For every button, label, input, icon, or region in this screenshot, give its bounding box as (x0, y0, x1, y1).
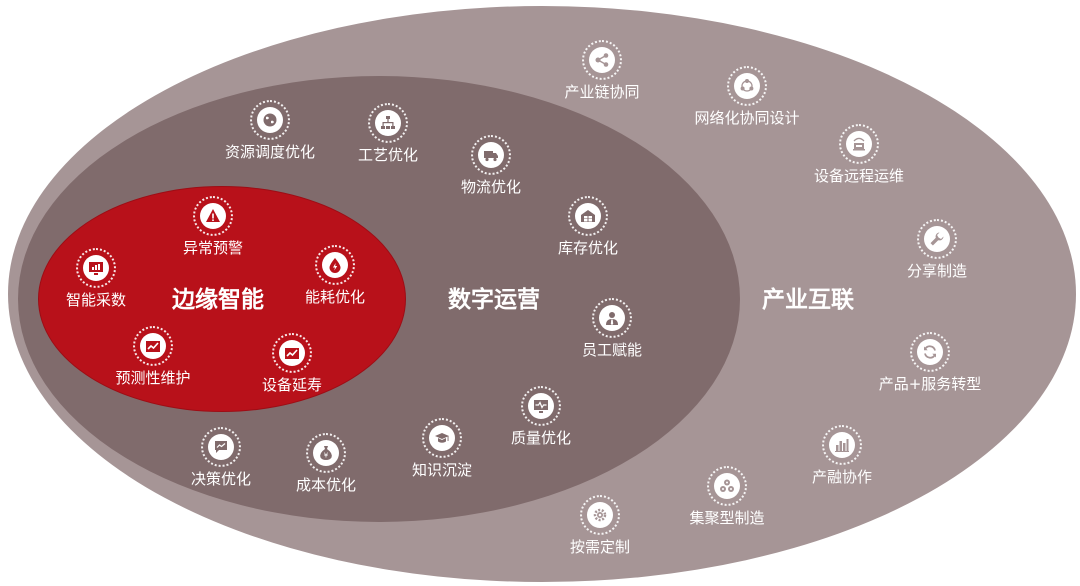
node-cluster-manufacturing: 集聚型制造 (662, 466, 792, 527)
node-industry-chain-collaboration: 产业链协同 (537, 40, 667, 101)
node-quality-optimization: 质量优化 (476, 386, 606, 447)
remote-device-icon (846, 131, 872, 157)
energy-drop-icon (322, 252, 348, 278)
node-remote-equipment-maintenance: 设备远程运维 (794, 124, 924, 185)
trend-chart-icon (279, 340, 305, 366)
money-bag-icon: ¥ (313, 440, 339, 466)
node-knowledge-accumulation: 知识沉淀 (377, 418, 507, 479)
node-equipment-lifespan: 设备延寿 (227, 333, 357, 394)
employee-icon (599, 305, 625, 331)
trend-chart-icon (140, 333, 166, 359)
node-process-optimization: 工艺优化 (323, 103, 453, 164)
node-on-demand-customization: 按需定制 (535, 495, 665, 556)
svg-text:¥: ¥ (324, 452, 329, 460)
node-industry-finance-collaboration: 产融协作 (777, 425, 907, 486)
hierarchy-icon (375, 110, 401, 136)
node-logistics-optimization: 物流优化 (426, 135, 556, 196)
brand-logo-text: 大数跨境 (44, 552, 120, 573)
cycle-users-icon (734, 73, 760, 99)
node-decision-optimization: 决策优化 (156, 427, 286, 488)
chat-trend-icon (208, 434, 234, 460)
node-energy-optimization: 能耗优化 (270, 245, 400, 306)
monitor-pulse-icon (528, 393, 554, 419)
graduation-cap-icon (429, 425, 455, 451)
brand-logo-icon (6, 548, 40, 574)
refresh-icon (917, 339, 943, 365)
inner-region-title: 边缘智能 (172, 287, 264, 313)
share-nodes-icon (589, 47, 615, 73)
gears-cluster-icon (714, 473, 740, 499)
gear-icon (587, 502, 613, 528)
monitor-chart-icon (83, 255, 109, 281)
warning-icon (200, 203, 226, 229)
node-cost-optimization: ¥ 成本优化 (261, 433, 391, 494)
node-predictive-maintenance: 预测性维护 (88, 326, 218, 387)
node-employee-empowerment: 员工赋能 (547, 298, 677, 359)
bar-chart-icon (829, 432, 855, 458)
brand-logo: 大数跨境 (6, 548, 120, 574)
node-product-service-transformation: 产品+服务转型 (865, 332, 995, 393)
node-networked-collaborative-design: 网络化协同设计 (682, 66, 812, 127)
node-smart-data-collection: 智能采数 (31, 248, 161, 309)
warehouse-icon (575, 203, 601, 229)
globe-icon (257, 107, 283, 133)
truck-icon (478, 142, 504, 168)
middle-region-title: 数字运营 (448, 287, 540, 313)
node-inventory-optimization: 库存优化 (523, 196, 653, 257)
node-anomaly-warning: 异常预警 (148, 196, 278, 257)
outer-region-title: 产业互联 (762, 287, 854, 313)
wrench-icon (924, 226, 950, 252)
node-shared-manufacturing: 分享制造 (872, 219, 1002, 280)
node-resource-scheduling: 资源调度优化 (205, 100, 335, 161)
